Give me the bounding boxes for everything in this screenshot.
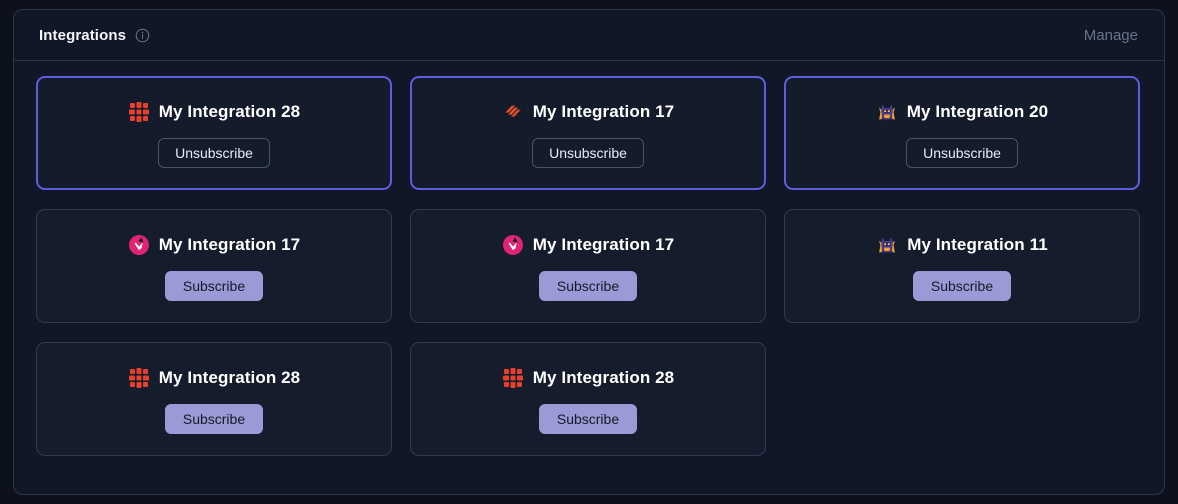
integration-card-header: My Integration 17 <box>502 99 675 125</box>
integration-title: My Integration 17 <box>532 234 675 254</box>
integration-title: My Integration 17 <box>532 101 675 121</box>
integration-card-header: My Integration 28 <box>128 365 301 391</box>
integration-card[interactable]: My Integration 20 Unsubscribe <box>784 76 1140 190</box>
pink-circle-icon <box>502 234 524 256</box>
integration-card-header: My Integration 17 <box>128 232 301 258</box>
panel-header: Integrations Manage <box>14 10 1164 61</box>
purple-mascot-icon <box>876 101 898 123</box>
red-grid-icon <box>128 367 150 389</box>
unsubscribe-button[interactable]: Unsubscribe <box>906 137 1018 168</box>
integration-card[interactable]: My Integration 28 Subscribe <box>410 342 766 456</box>
subscribe-button[interactable]: Subscribe <box>538 270 638 301</box>
integration-card[interactable]: My Integration 17 Unsubscribe <box>410 76 766 190</box>
subscribe-button[interactable]: Subscribe <box>538 403 638 434</box>
subscribe-button[interactable]: Subscribe <box>164 403 264 434</box>
red-grid-icon <box>128 101 150 123</box>
purple-mascot-icon <box>876 234 898 256</box>
integration-card-header: My Integration 11 <box>876 232 1048 258</box>
integration-card[interactable]: My Integration 17 Subscribe <box>36 209 392 323</box>
orange-slashes-icon <box>502 101 524 123</box>
integration-card[interactable]: My Integration 17 Subscribe <box>410 209 766 323</box>
red-grid-icon <box>502 367 524 389</box>
subscribe-button[interactable]: Subscribe <box>164 270 264 301</box>
page-title: Integrations <box>39 26 127 44</box>
unsubscribe-button[interactable]: Unsubscribe <box>158 137 270 168</box>
integration-card[interactable]: My Integration 28 Subscribe <box>36 342 392 456</box>
integration-card-header: My Integration 20 <box>876 99 1049 125</box>
integration-title: My Integration 28 <box>158 367 301 387</box>
integration-title: My Integration 28 <box>532 367 675 387</box>
pink-circle-icon <box>128 234 150 256</box>
integration-title: My Integration 20 <box>906 101 1049 121</box>
integration-card[interactable]: My Integration 28 Unsubscribe <box>36 76 392 190</box>
integration-card[interactable]: My Integration 11 Subscribe <box>784 209 1140 323</box>
integration-title: My Integration 17 <box>158 234 301 254</box>
unsubscribe-button[interactable]: Unsubscribe <box>532 137 644 168</box>
manage-link[interactable]: Manage <box>1083 26 1138 44</box>
panel-header-left: Integrations <box>39 27 150 44</box>
integration-title: My Integration 11 <box>907 234 1048 254</box>
integration-title: My Integration 28 <box>158 101 301 121</box>
integrations-panel: Integrations Manage My Integration 28 Uns… <box>13 9 1165 495</box>
integration-card-header: My Integration 28 <box>502 365 675 391</box>
subscribe-button[interactable]: Subscribe <box>912 270 1012 301</box>
integration-card-header: My Integration 28 <box>128 99 301 125</box>
integration-card-header: My Integration 17 <box>502 232 675 258</box>
info-circle-icon[interactable] <box>135 28 150 43</box>
